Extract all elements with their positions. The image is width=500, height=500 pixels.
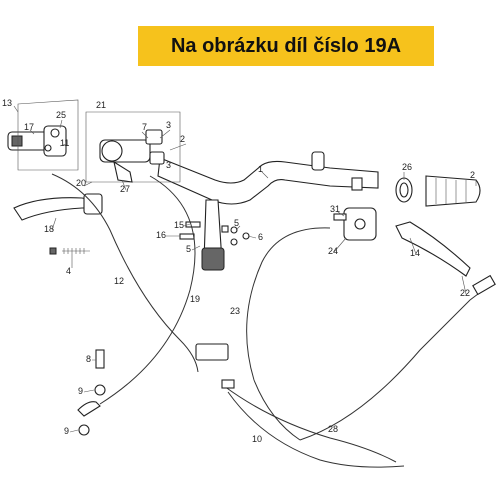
label-19: 19 <box>190 294 200 304</box>
label-9b: 9 <box>64 426 69 436</box>
label-20: 20 <box>76 178 86 188</box>
label-16: 16 <box>156 230 166 240</box>
handlebar <box>157 151 379 205</box>
left-switch-assembly <box>7 99 79 171</box>
label-2b: 2 <box>470 170 475 180</box>
label-2a: 2 <box>180 134 185 144</box>
label-15: 15 <box>174 220 184 230</box>
label-11: 11 <box>60 138 69 148</box>
cables <box>51 173 496 468</box>
label-28: 28 <box>328 424 338 434</box>
label-7: 7 <box>142 122 147 132</box>
label-3b: 3 <box>166 160 171 170</box>
label-24: 24 <box>328 246 338 256</box>
label-14: 14 <box>410 248 420 258</box>
label-10: 10 <box>252 434 262 444</box>
label-3a: 3 <box>166 120 171 130</box>
label-12: 12 <box>114 276 124 286</box>
label-5a: 5 <box>186 244 191 254</box>
master-cylinder <box>85 111 181 183</box>
label-9a: 9 <box>78 386 83 396</box>
label-25: 25 <box>56 110 66 120</box>
leader-lines <box>13 105 477 433</box>
label-23: 23 <box>230 306 240 316</box>
small-parts-left <box>49 247 106 436</box>
label-6: 6 <box>258 232 263 242</box>
callout-labels: 13 25 17 11 21 7 3 2 3 20 27 18 1 15 16 … <box>2 98 475 444</box>
fasteners-center <box>179 221 250 246</box>
left-brake-lever <box>13 193 103 221</box>
label-1: 1 <box>258 164 263 174</box>
label-27: 27 <box>120 184 130 194</box>
center-post <box>201 199 225 271</box>
label-13: 13 <box>2 98 12 108</box>
label-31: 31 <box>330 204 340 214</box>
label-17: 17 <box>24 122 34 132</box>
part-number-banner: Na obrázku díl číslo 19A <box>138 26 434 66</box>
banner-text: Na obrázku díl číslo 19A <box>170 34 402 57</box>
label-22: 22 <box>460 288 470 298</box>
label-8: 8 <box>86 354 91 364</box>
throttle-grip <box>395 175 481 207</box>
right-brake-lever <box>333 207 471 277</box>
label-4: 4 <box>66 266 71 276</box>
label-21: 21 <box>96 100 106 110</box>
label-26: 26 <box>402 162 412 172</box>
label-5b: 5 <box>234 218 239 228</box>
label-18: 18 <box>44 224 54 234</box>
